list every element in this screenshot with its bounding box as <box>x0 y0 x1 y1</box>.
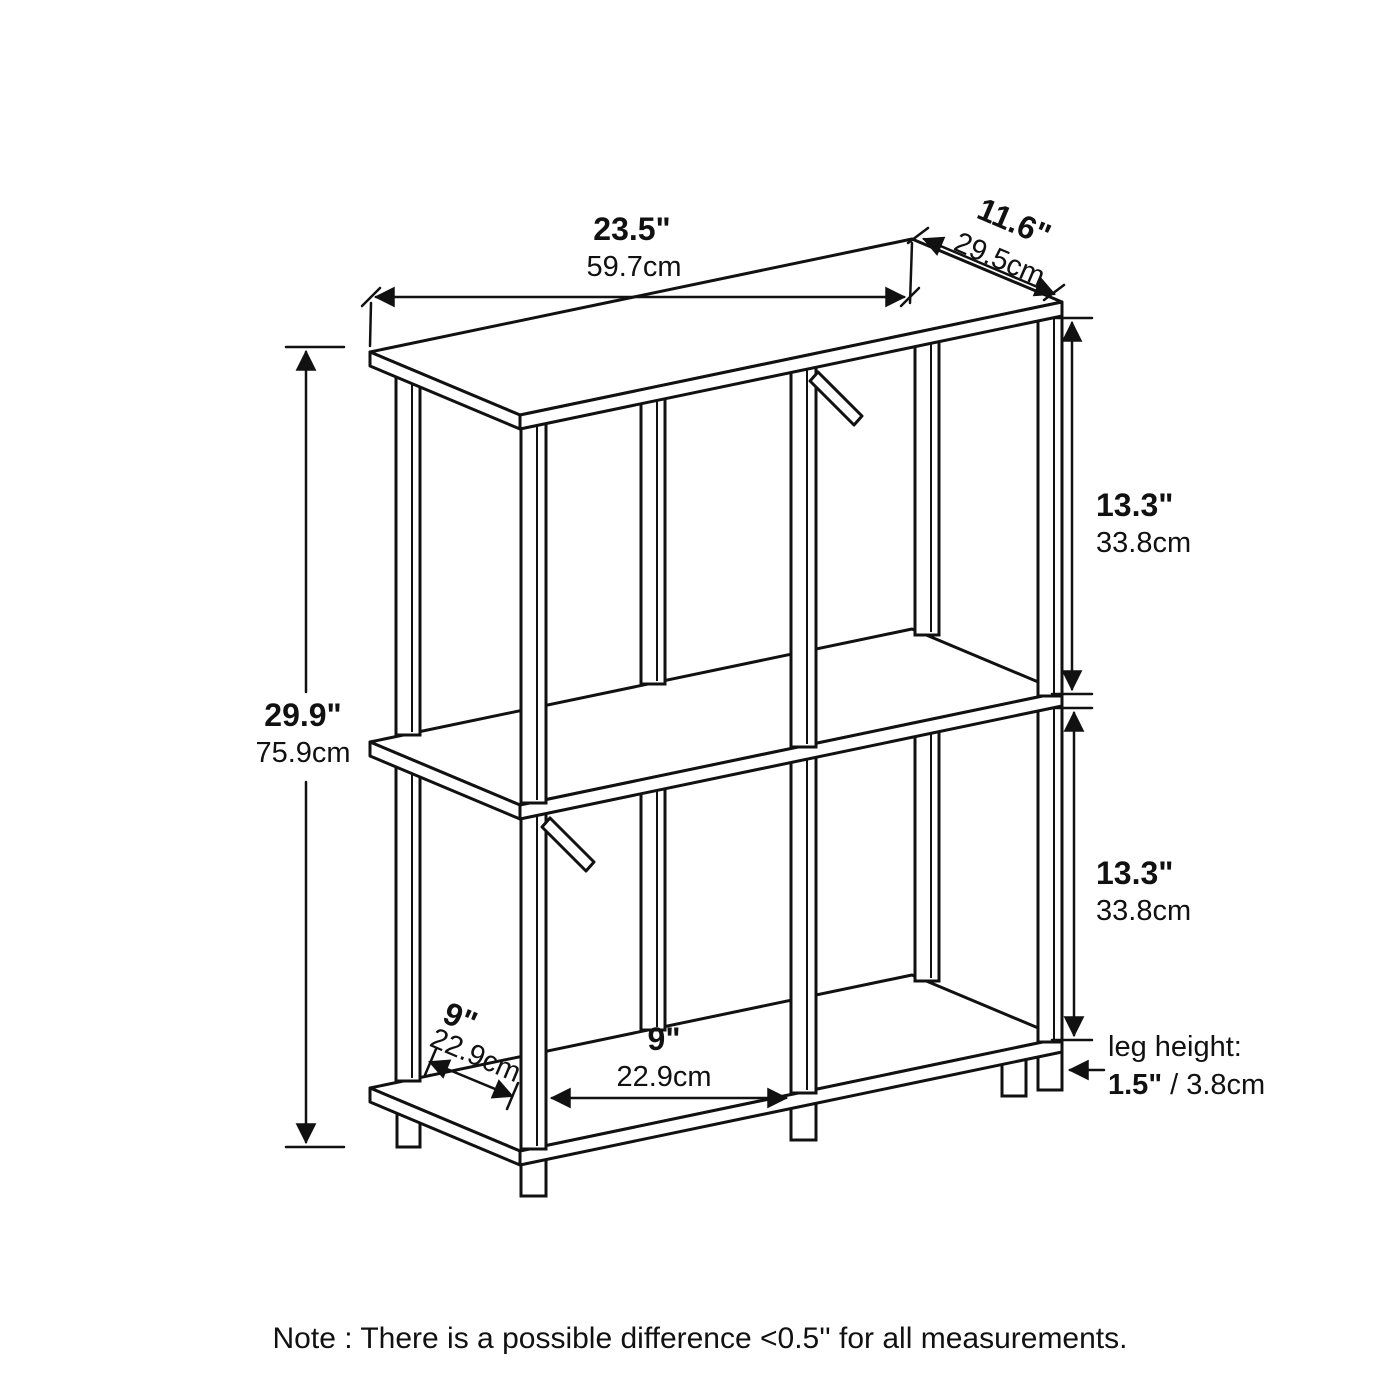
post-upper-front-right <box>1036 310 1064 698</box>
cubby-width-inches-label: 9" <box>648 1021 681 1057</box>
top-panel <box>368 237 1064 431</box>
post-upper-back-left <box>394 368 422 737</box>
middle-panel <box>368 627 1064 821</box>
cubby-width-cm-label: 22.9cm <box>616 1061 711 1093</box>
corner-brace-lower <box>540 816 596 873</box>
post-upper-center-back <box>639 393 667 686</box>
cubby-width-dimension: 9" 22.9cm <box>549 1021 789 1109</box>
corner-brace-upper <box>808 370 864 427</box>
width-dimension: 23.5" 59.7cm <box>360 211 921 348</box>
lower-tier-dimension: 13.3" 33.8cm <box>1050 706 1191 1042</box>
height-dimension: 29.9" 75.9cm <box>255 345 351 1149</box>
post-lower-front-left <box>519 805 548 1151</box>
leg-height-value: 1.5"/ 3.8cm <box>1108 1069 1265 1101</box>
leg-height-dimension: leg height: 1.5"/ 3.8cm <box>1067 1031 1265 1101</box>
upper-tier-cm-label: 33.8cm <box>1096 527 1191 559</box>
lower-tier-posts <box>394 700 1064 1151</box>
upper-tier-dimension: 13.3" 33.8cm <box>1050 316 1191 696</box>
lower-tier-inches-label: 13.3" <box>1096 855 1173 891</box>
width-cm-label: 59.7cm <box>586 251 681 283</box>
post-upper-front-left <box>519 414 548 805</box>
post-upper-back-right <box>913 336 941 637</box>
upper-tier-inches-label: 13.3" <box>1096 487 1173 523</box>
height-cm-label: 75.9cm <box>255 737 350 769</box>
post-lower-front-right <box>1036 700 1064 1044</box>
post-upper-center-front <box>789 362 818 749</box>
lower-tier-cm-label: 33.8cm <box>1096 895 1191 927</box>
width-inches-label: 23.5" <box>593 211 670 247</box>
post-lower-back-left <box>394 758 422 1083</box>
height-inches-label: 29.9" <box>264 697 341 733</box>
post-lower-center-back <box>639 783 667 1032</box>
post-lower-back-right <box>913 726 941 983</box>
leg-height-label: leg height: <box>1108 1031 1242 1063</box>
measurement-note: Note : There is a possible difference <0… <box>273 1322 1128 1355</box>
post-lower-center-front <box>789 752 818 1095</box>
